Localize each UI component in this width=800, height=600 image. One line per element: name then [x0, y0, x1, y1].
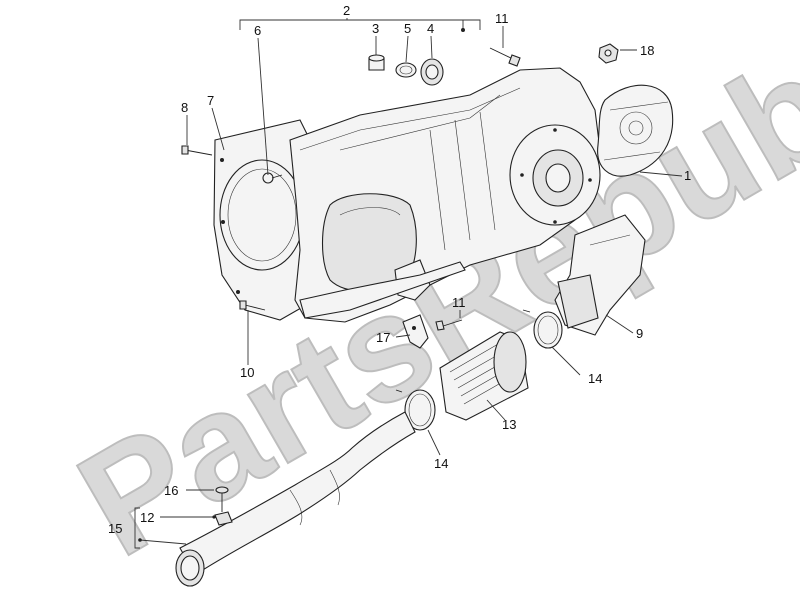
callout-labels: 2 3 5 4 6 7 8 11 18 1 9 14 13 11 17 10 1…	[108, 3, 691, 536]
callout-17: 17	[376, 330, 390, 345]
part-17-bracket	[402, 314, 429, 349]
callout-2: 2	[343, 3, 350, 18]
part-9-air-duct	[554, 214, 646, 336]
callout-14-lower: 14	[434, 456, 448, 471]
part-5-o-ring	[395, 62, 417, 78]
intake-hose	[175, 411, 416, 587]
callout-9: 9	[636, 326, 643, 341]
callout-3: 3	[372, 21, 379, 36]
part-1-outer-cover	[597, 84, 674, 177]
part-8-bolt	[181, 145, 213, 156]
part-14-clamp-upper	[522, 309, 563, 349]
part-18-nut	[598, 43, 619, 64]
part-14-clamp-lower	[395, 389, 436, 431]
watermark-text: PartsRepublik	[52, 0, 800, 588]
part-13-bellows	[439, 331, 529, 421]
callout-18: 18	[640, 43, 654, 58]
callout-13: 13	[502, 417, 516, 432]
callout-8: 8	[181, 100, 188, 115]
part-3-bushing	[368, 54, 385, 71]
callout-16: 16	[164, 483, 178, 498]
part-10-bolt	[239, 300, 266, 311]
part-12-clip	[214, 511, 233, 526]
part-11-bolt-top	[489, 47, 521, 67]
callout-7: 7	[207, 93, 214, 108]
callout-15: 15	[108, 521, 122, 536]
callout-12: 12	[140, 510, 154, 525]
part-16-screw	[215, 486, 229, 512]
callout-11-top: 11	[495, 11, 509, 26]
crankcase-cover	[289, 67, 601, 323]
callout-10: 10	[240, 365, 254, 380]
part-4-seal	[420, 58, 444, 86]
callout-5: 5	[404, 21, 411, 36]
callout-4: 4	[427, 21, 434, 36]
callout-11-lower: 11	[452, 295, 466, 310]
callout-6: 6	[254, 23, 261, 38]
callout-14-upper: 14	[588, 371, 602, 386]
part-11-bolt-lower	[435, 319, 463, 331]
watermark: PartsRepublik	[51, 0, 800, 589]
callout-1: 1	[684, 168, 691, 183]
leader-lines	[134, 18, 683, 549]
